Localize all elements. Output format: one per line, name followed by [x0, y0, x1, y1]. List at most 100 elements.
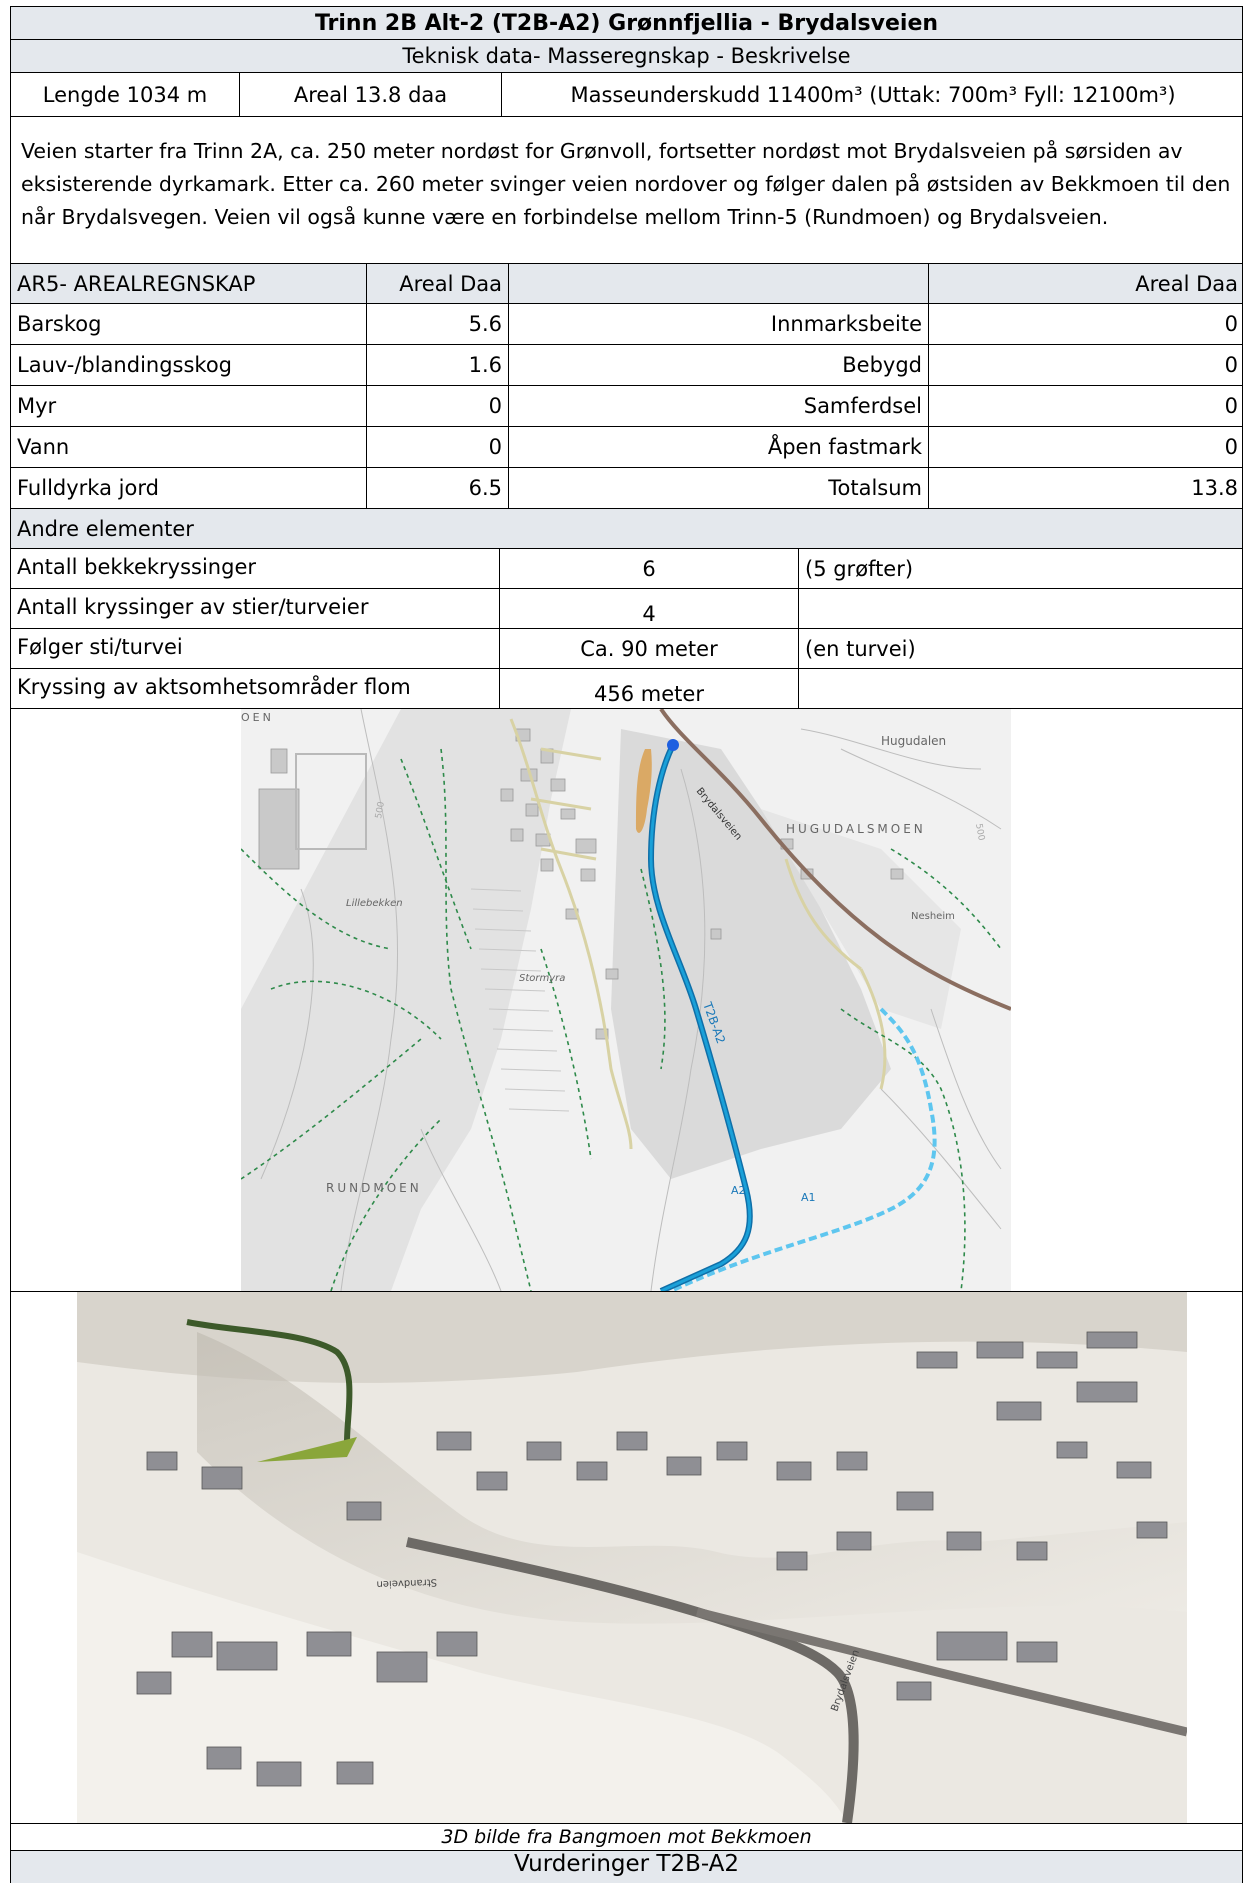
photo-row: Strandveien Brydalsveien	[10, 1292, 1243, 1824]
terrain-shade	[761, 809, 961, 1029]
area-label: Lauv-/blandingsskog	[11, 345, 367, 385]
tech-row: Lengde 1034 m Areal 13.8 daa Masseunders…	[10, 73, 1243, 117]
area-label: Barskog	[11, 304, 367, 344]
photo-road	[405, 1537, 859, 1823]
other-value: 4	[500, 589, 799, 628]
map-label-stormyra: Stormyra	[519, 973, 565, 984]
map-contour-label: 500	[374, 801, 387, 820]
area-value: 0	[367, 427, 509, 467]
map-label-moen: OEN	[241, 711, 274, 724]
table-row: Følger sti/turvei Ca. 90 meter (en turve…	[10, 629, 1243, 669]
area-label: Fulldyrka jord	[11, 468, 367, 508]
map-label-nesheim: Nesheim	[911, 911, 955, 922]
subtitle: Teknisk data- Masseregnskap - Beskrivels…	[402, 44, 851, 68]
description-row: Veien starter fra Trinn 2A, ca. 250 mete…	[10, 117, 1243, 264]
subtitle-row: Teknisk data- Masseregnskap - Beskrivels…	[10, 40, 1243, 73]
area-label: Myr	[11, 386, 367, 426]
area-value-right: 0	[1224, 394, 1238, 418]
other-header-row: Andre elementer	[10, 509, 1243, 549]
table-row: Kryssing av aktsomhetsområder flom 456 m…	[10, 669, 1243, 709]
sports-field	[295, 753, 367, 850]
photo-horizon	[77, 1292, 1187, 1383]
map-label-a1: A1	[801, 1191, 816, 1204]
area-value-right: 0	[1224, 435, 1238, 459]
other-value: Ca. 90 meter	[500, 629, 799, 668]
footer-row: Vurderinger T2B-A2	[10, 1851, 1243, 1883]
length-cell: Lengde 1034 m	[11, 73, 240, 116]
other-value: 456 meter	[500, 669, 799, 708]
main-road	[659, 709, 1011, 1011]
map-label-a2: A2	[731, 1184, 746, 1197]
route-a2	[649, 744, 752, 1291]
area-header-label: AR5- AREALREGNSKAP	[11, 264, 367, 303]
other-value: 6	[500, 549, 799, 588]
route-map-svg: OEN Hugudalen Brydalsveien HUGUDALSMOEN …	[241, 709, 1011, 1291]
terrain-shade	[611, 729, 891, 1179]
area-label-right: Samferdsel	[509, 386, 929, 426]
page-title: Trinn 2B Alt-2 (T2B-A2) Grønnfjellia - B…	[314, 10, 939, 36]
photo-3d: Strandveien Brydalsveien	[77, 1292, 1187, 1823]
route-a1	[670, 1007, 937, 1291]
title-row: Trinn 2B Alt-2 (T2B-A2) Grønnfjellia - B…	[10, 6, 1243, 40]
area-value: 6.5	[367, 468, 509, 508]
area-value: 0	[367, 386, 509, 426]
map-contour-label: 500	[973, 823, 986, 842]
local-roads	[509, 718, 887, 1150]
table-row: Barskog 5.6 Innmarksbeite 0	[10, 304, 1243, 345]
other-label: Antall bekkekryssinger	[11, 549, 500, 588]
photo-road-label: Strandveien	[376, 1576, 437, 1589]
photo-3d-svg: Strandveien Brydalsveien	[77, 1292, 1187, 1823]
area-value-right: 13.8	[1191, 476, 1238, 500]
table-row: Antall kryssinger av stier/turveier 4	[10, 589, 1243, 629]
area-header-value-right: Areal Daa	[1135, 271, 1238, 296]
other-header: Andre elementer	[17, 516, 194, 541]
map-label-rundmoen: RUNDMOEN	[326, 1181, 422, 1195]
area-header-value: Areal Daa	[367, 264, 509, 303]
photo-fill-area	[257, 1437, 357, 1462]
map-label-hugudalen: Hugudalen	[881, 734, 946, 748]
footer-title: Vurderinger T2B-A2	[513, 1851, 740, 1877]
area-value: 5.6	[367, 304, 509, 344]
photo-houses	[136, 1331, 1168, 1787]
other-label: Følger sti/turvei	[11, 629, 500, 668]
photo-road-branch	[695, 1607, 1187, 1737]
area-label: Vann	[11, 427, 367, 467]
photo-new-road	[186, 1319, 353, 1443]
area-table-header: AR5- AREALREGNSKAP Areal Daa Areal Daa	[10, 264, 1243, 304]
terrain-shade	[241, 709, 571, 1291]
description-text: Veien starter fra Trinn 2A, ca. 250 mete…	[21, 139, 1231, 229]
area-label-right: Totalsum	[509, 468, 929, 508]
other-note	[799, 669, 1244, 708]
table-row: Lauv-/blandingsskog 1.6 Bebygd 0	[10, 345, 1243, 386]
photo-field	[77, 1552, 847, 1823]
other-note	[799, 589, 1244, 628]
map-label-lillebekken: Lillebekken	[346, 898, 403, 909]
table-row: Myr 0 Samferdsel 0	[10, 386, 1243, 427]
table-row: Fulldyrka jord 6.5 Totalsum 13.8	[10, 468, 1243, 509]
other-label: Kryssing av aktsomhetsområder flom	[11, 669, 500, 708]
table-row: Antall bekkekryssinger 6 (5 grøfter)	[10, 549, 1243, 589]
other-label: Antall kryssinger av stier/turveier	[11, 589, 500, 628]
area-label-right: Åpen fastmark	[509, 427, 929, 467]
other-note: (5 grøfter)	[805, 556, 914, 581]
area-value-right: 0	[1224, 353, 1238, 377]
area-label-right: Bebygd	[509, 345, 929, 385]
route-map: OEN Hugudalen Brydalsveien HUGUDALSMOEN …	[241, 709, 1011, 1291]
other-note: (en turvei)	[805, 636, 916, 661]
map-row: OEN Hugudalen Brydalsveien HUGUDALSMOEN …	[10, 709, 1243, 1292]
table-row: Vann 0 Åpen fastmark 0	[10, 427, 1243, 468]
mass-cell: Masseunderskudd 11400m³ (Uttak: 700m³ Fy…	[570, 82, 1176, 107]
area-cell: Areal 13.8 daa	[240, 73, 502, 116]
area-header-blank	[509, 264, 929, 303]
area-value: 1.6	[367, 345, 509, 385]
route-start-marker	[667, 739, 679, 751]
trails	[241, 748, 1002, 1291]
map-label-hugudalsmoen: HUGUDALSMOEN	[786, 822, 926, 836]
caption-row: 3D bilde fra Bangmoen mot Bekkmoen	[10, 1824, 1243, 1851]
contour-lines	[260, 709, 1002, 1291]
area-value-right: 0	[1224, 312, 1238, 336]
hatched-area	[470, 888, 570, 1112]
photo-caption: 3D bilde fra Bangmoen mot Bekkmoen	[441, 1826, 812, 1848]
fill-area	[636, 749, 652, 833]
area-label-right: Innmarksbeite	[509, 304, 929, 344]
